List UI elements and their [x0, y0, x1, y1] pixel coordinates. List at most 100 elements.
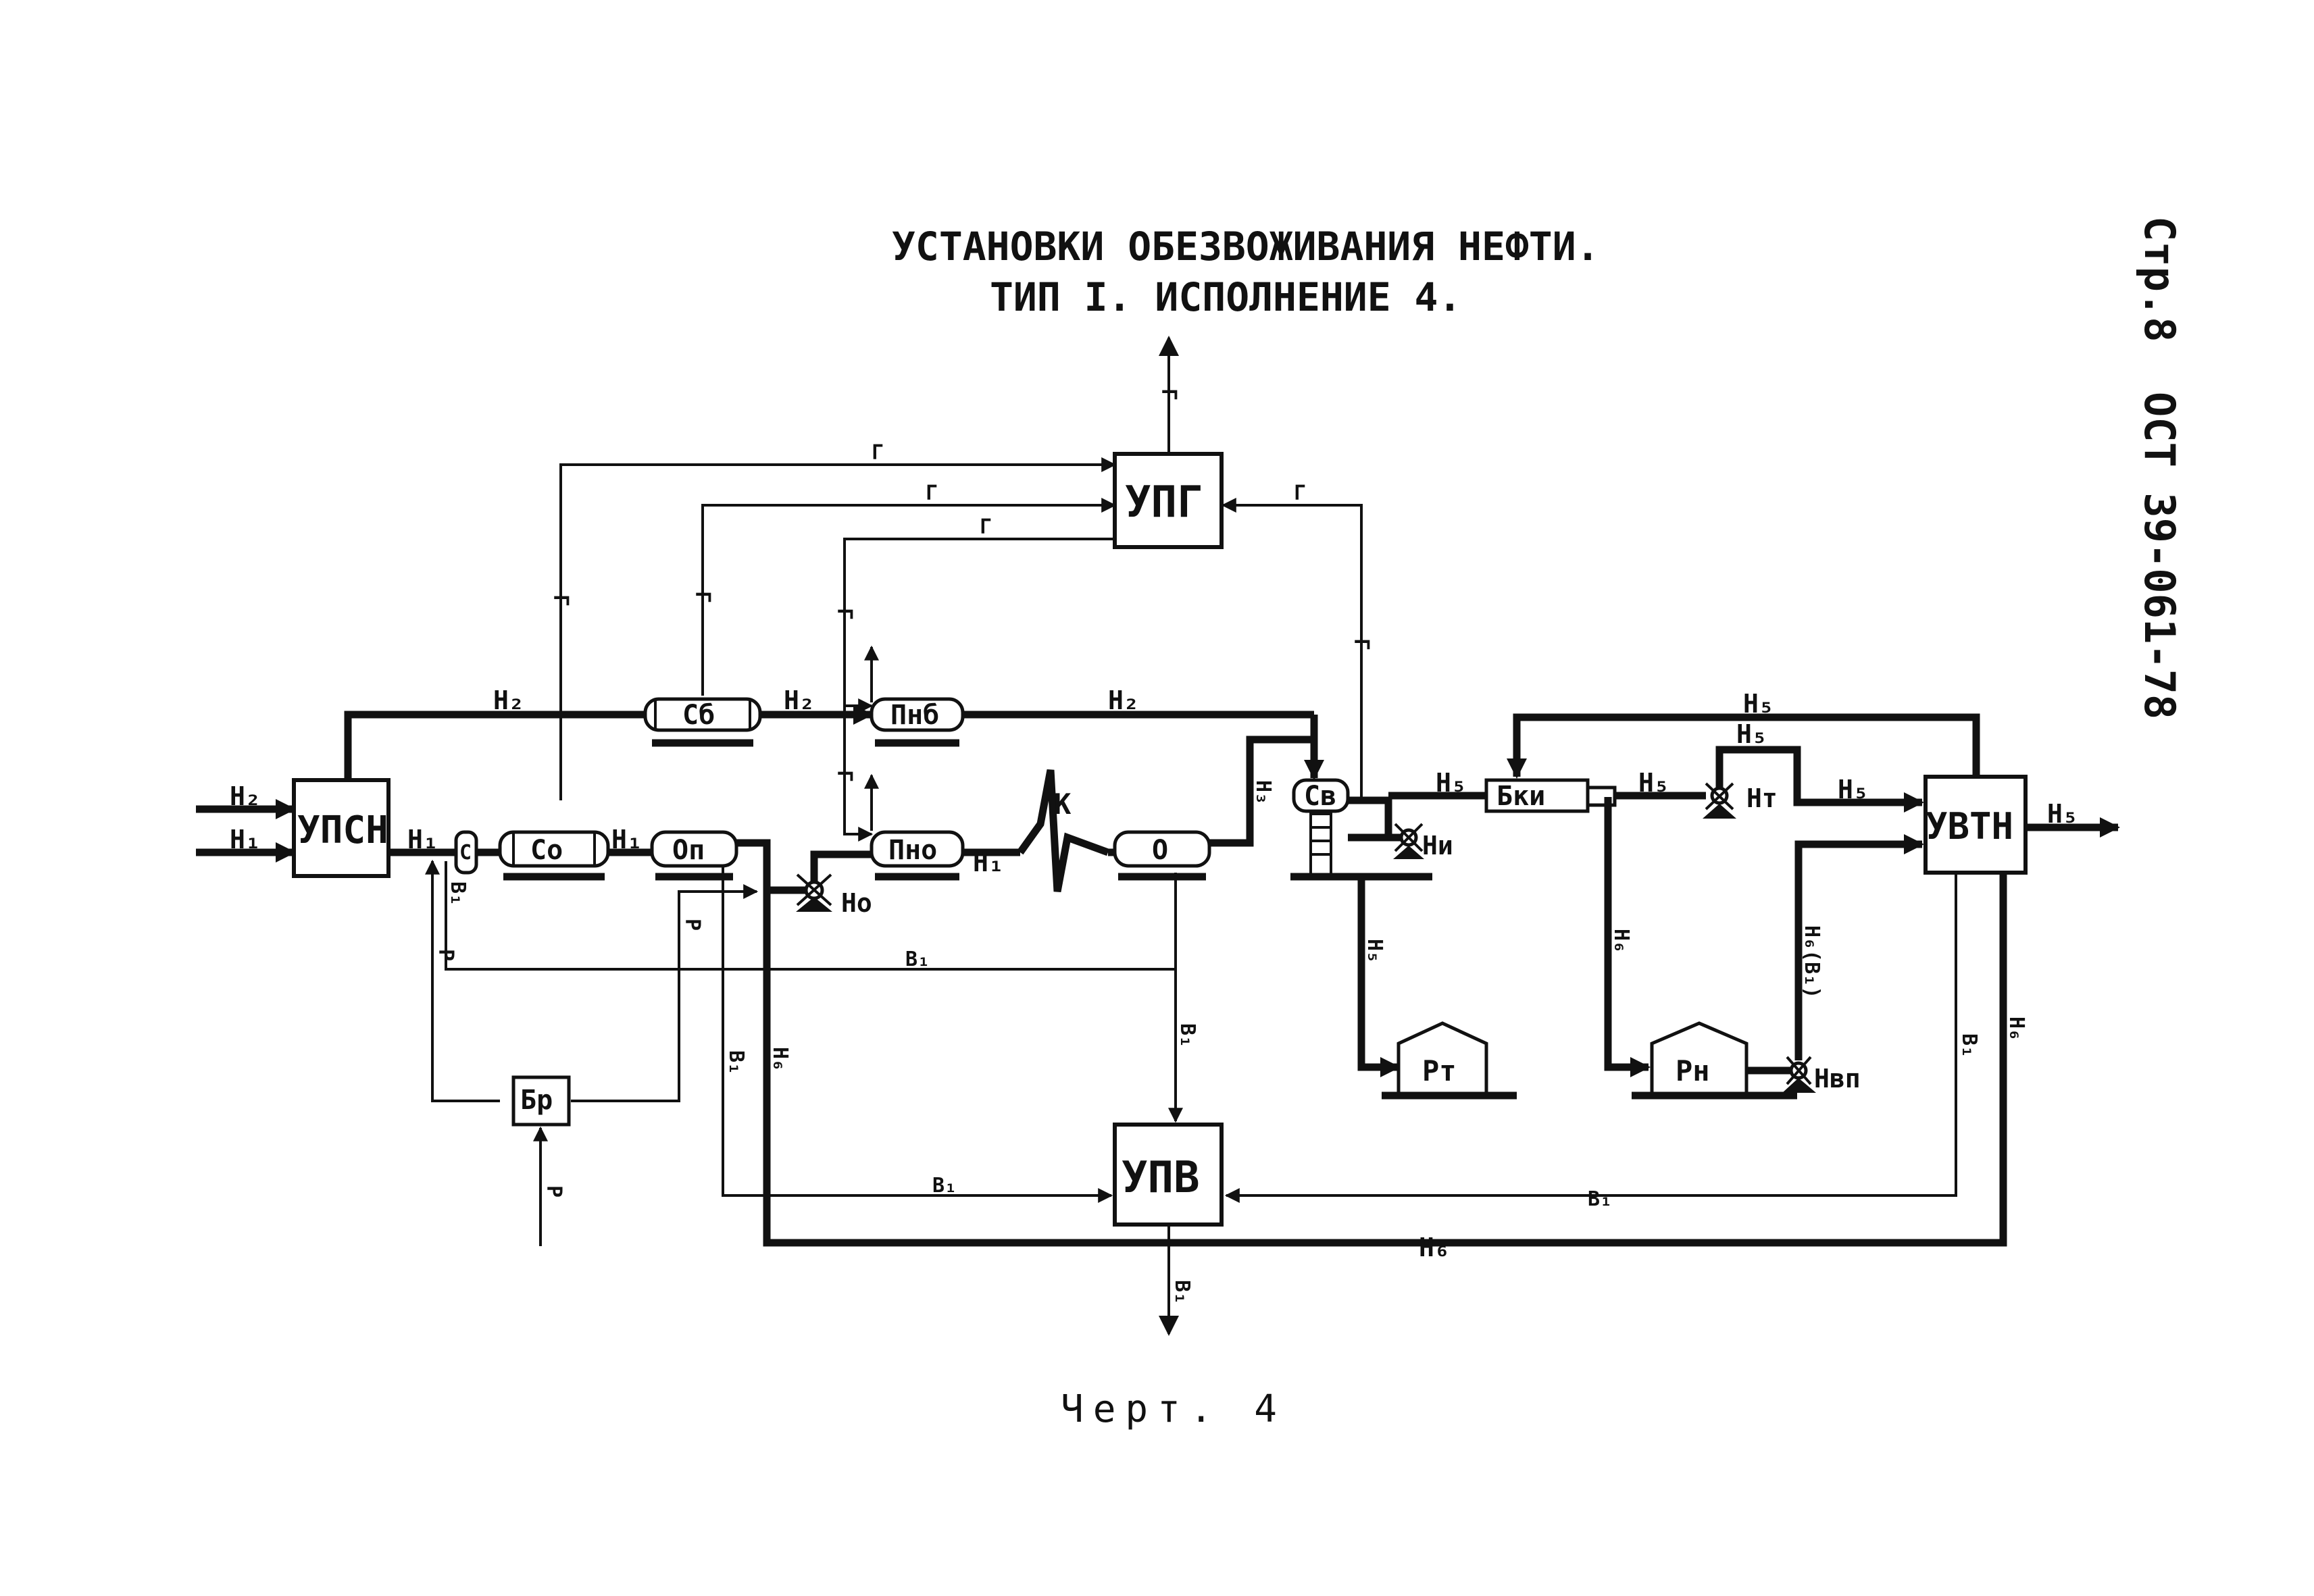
unit-upg [1113, 452, 1224, 549]
title-line-1: УСТАНОВКИ ОБЕЗВОЖИВАНИЯ НЕФТИ. [892, 224, 1600, 269]
unit-upsn [292, 778, 391, 878]
tank-rn-label: Рн [1676, 1054, 1710, 1087]
stream-n5-label: Н₅ [1363, 939, 1386, 963]
pump-nt-symbol [1705, 782, 1734, 810]
vessel-o [1113, 830, 1211, 868]
stream-n6-label: Н₆ [1609, 929, 1633, 953]
stream-n6-label: Н₆ [2005, 1016, 2028, 1041]
page-number: Стр.8 [2135, 216, 2184, 342]
vessel-cv-ladder-rungs [1311, 826, 1331, 856]
water-label: В₁ [1176, 1023, 1199, 1048]
pump-no-label: Но [841, 888, 872, 918]
stream-n5-label: Н₅ [1436, 768, 1467, 798]
oil-line-cv-ni [1348, 796, 1392, 838]
unit-uvtn [1923, 775, 2028, 875]
reagent-line-right [571, 884, 759, 1102]
gas-label: Г [832, 608, 856, 620]
oil-line-nt-uvtn [1715, 746, 1924, 813]
gas-branch-pnb [843, 696, 874, 713]
gas-line-cb-upg [701, 498, 1117, 696]
stream-n1-label: Н₁ [407, 825, 438, 854]
gas-label: Г [1349, 638, 1373, 650]
reagent-label: Р [680, 919, 704, 931]
stream-n1-label: Н₁ [230, 825, 261, 854]
stream-n2-label: Н₂ [784, 686, 815, 715]
gas-label: Г [832, 770, 856, 782]
unit-upsn-label: УПСН [297, 808, 388, 852]
pump-nvp-base [1782, 1078, 1816, 1093]
stream-n5-label: Н₅ [2047, 799, 2078, 829]
vessel-cv-label: Св [1304, 781, 1336, 812]
heater-k [1017, 769, 1109, 893]
pump-ni-symbol [1394, 823, 1424, 852]
gas-label: Г [926, 482, 938, 505]
gas-label: Г [549, 594, 572, 607]
figure-caption: Черт. 4 [1061, 1387, 1286, 1431]
oil-line-n3 [1209, 756, 1254, 847]
gas-label: Г [872, 441, 884, 465]
gas-line-cv-upg [1221, 498, 1363, 797]
gas-label: Г [690, 591, 714, 603]
oil-line-no-pno [767, 850, 872, 894]
reagent-label: Р [542, 1185, 565, 1198]
unit-upv [1113, 1123, 1224, 1227]
reagent-label: Р [434, 949, 457, 961]
water-label: В₁ [1170, 1280, 1194, 1304]
vessel-on [650, 830, 738, 868]
reagent-line-left [431, 962, 500, 1102]
vessel-pno-label: Пно [888, 835, 937, 866]
vessel-bki-label: Бки [1496, 781, 1545, 812]
stream-n5-label: Н₅ [1838, 775, 1869, 804]
water-line-b1-upper [445, 861, 1177, 971]
water-label: В₁ [1588, 1187, 1612, 1211]
pump-ni-base [1393, 846, 1424, 859]
standard-number: ОСТ 39-061-78 [2135, 392, 2184, 719]
unit-upv-label: УПВ [1122, 1153, 1200, 1203]
vessel-br [511, 1075, 571, 1127]
gas-label: Г [1157, 388, 1180, 401]
stream-n6-label: Н₆ [768, 1047, 792, 1071]
pump-nt-label: Нт [1746, 783, 1778, 813]
gas-label: Г [1294, 482, 1306, 505]
pump-nt-base [1703, 804, 1736, 819]
pump-no-symbol [796, 873, 832, 906]
title-line-2: ТИП I. ИСПОЛНЕНИЕ 4. [990, 274, 1461, 320]
oil-line-n6-bottom [763, 873, 2007, 1247]
stream-n5-label: Н₅ [1736, 719, 1767, 749]
pump-ni-label: Ни [1422, 831, 1453, 860]
oil-line-on-no [736, 839, 771, 890]
vessel-co-label: Co [530, 835, 563, 866]
oil-line-nvp-uvtn [1794, 834, 1924, 1060]
stream-n1-label: Н₁ [973, 848, 1004, 877]
vessel-bki [1484, 778, 1590, 813]
vessel-c-label: С [459, 841, 472, 865]
oil-line-n5-rt [1357, 878, 1401, 1077]
water-label: В₁ [724, 1050, 748, 1075]
stream-n6-label: Н₆ [1419, 1233, 1450, 1262]
pump-nvp-symbol [1786, 1056, 1812, 1085]
pump-no-base [796, 897, 832, 912]
stream-n3-label: Н₃ [1251, 780, 1275, 804]
stream-n2-label: Н₂ [1108, 686, 1139, 715]
oil-line-n5-return [1507, 713, 1980, 779]
vessel-br-label: Бр [520, 1085, 553, 1116]
oil-line-n6-rn [1604, 797, 1651, 1077]
vessel-o-label: О [1152, 835, 1168, 866]
vessel-pnb-label: Пнб [890, 700, 939, 731]
gas-line-upg-left [843, 538, 1115, 696]
vessel-cb-label: Cб [682, 700, 715, 731]
gas-line-co-upg [559, 457, 1117, 800]
gas-branch-pno [843, 797, 874, 842]
vessel-on-label: Оп [672, 835, 705, 866]
stream-n6b1-label: Н₆(В₁) [1800, 925, 1823, 998]
stream-n2-label: Н₂ [230, 781, 261, 811]
stream-n1-label: Н₁ [611, 825, 643, 854]
water-label: В₁ [905, 948, 930, 971]
stream-n2-label: Н₂ [493, 686, 524, 715]
unit-upg-label: УПГ [1125, 478, 1203, 527]
unit-uvtn-label: УВТН [1926, 805, 2013, 848]
gas-label: Г [980, 515, 992, 539]
heater-k-label: К [1054, 788, 1072, 821]
